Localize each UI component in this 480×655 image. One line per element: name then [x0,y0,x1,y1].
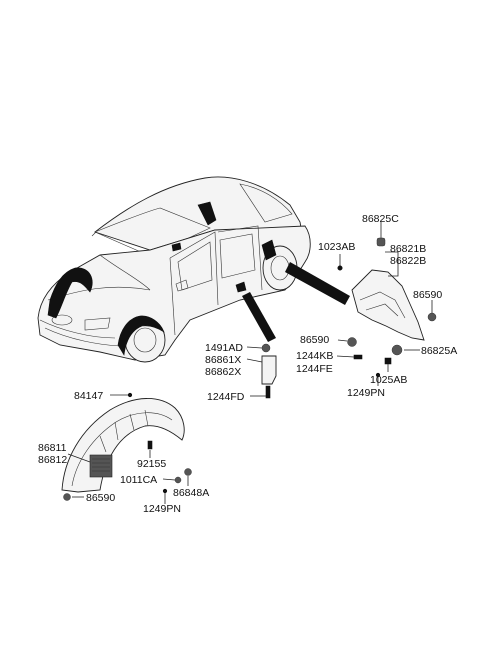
clip-86825C [376,237,386,247]
screw-92155 [147,440,153,450]
bolt-84147 [127,392,133,398]
clip-86848A [184,468,192,476]
label-92155: 92155 [137,458,166,470]
label-1244FD: 1244FD [207,391,245,403]
car-illustration [37,176,311,363]
pointer-wedge-rear [285,262,350,305]
label-86825A: 86825A [421,345,457,357]
label-86822B: 86822B [390,255,426,267]
clip-1491AD [261,343,271,353]
label-86848A: 86848A [173,487,209,499]
bolt-1244FD [265,385,271,399]
grommet-86590-rear-left [347,337,357,347]
label-1491AD: 1491AD [205,342,243,354]
clip-86825A [391,344,403,356]
washer-1011CA [174,476,182,484]
label-86590-rear-left: 86590 [300,334,329,346]
mudflap-bracket-assembly [261,343,277,399]
label-86590-rear-top: 86590 [413,289,442,301]
part-labels: 86825C 1023AB 86821B 86822B 86590 86590 … [38,213,457,515]
nut-1025AB [384,357,392,365]
bolt-1023AB [337,265,343,271]
screw-1244KB [353,354,363,360]
pointer-wedge-mid [242,292,276,342]
grommet-86590-rear-top [427,312,437,322]
label-1023AB: 1023AB [318,241,355,253]
label-86590-front: 86590 [86,492,115,504]
label-86861X: 86861X [205,354,241,366]
grommet-86590-front [63,493,71,501]
label-1025AB: 1025AB [370,374,407,386]
label-1244FE: 1244FE [296,363,333,375]
label-1249PN-front: 1249PN [143,503,181,515]
label-86811: 86811 [38,442,67,454]
label-86825C: 86825C [362,213,399,225]
label-84147: 84147 [74,390,103,402]
vent-panel [89,454,113,478]
label-1249PN-rear: 1249PN [347,387,385,399]
label-86862X: 86862X [205,366,241,378]
rear-wheel-guard-assembly [337,237,437,378]
label-86812: 86812 [38,454,67,466]
front-wheel-guard-assembly [61,392,192,501]
label-86821B: 86821B [390,243,426,255]
screw-1249PN-rear [375,372,381,378]
label-1244KB: 1244KB [296,350,333,362]
screw-1249PN-front [162,488,168,494]
label-1011CA: 1011CA [120,474,157,486]
